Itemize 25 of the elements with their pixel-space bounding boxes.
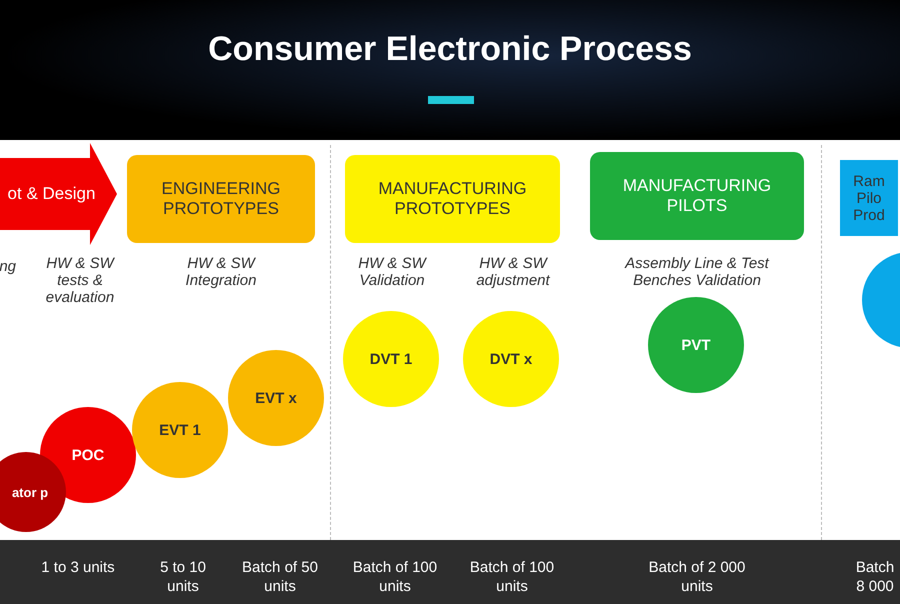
milestone-circle: DVT x [463, 311, 559, 407]
activity-label: HW & SW adjustment [475, 255, 552, 289]
title: Consumer Electronic Process [207, 30, 693, 69]
milestone-circle: DVT 1 [343, 311, 439, 407]
activity-label: HW & SW tests & evaluation [44, 255, 116, 306]
quantity-label: Batch of 100 units [468, 558, 556, 596]
phase-arrow: ot & Design [0, 143, 117, 245]
phase-box: MANUFACTURING PILOTS [590, 152, 804, 240]
milestone-circle: EVT 1 [132, 382, 228, 478]
milestone-circle: EVT x [228, 350, 324, 446]
quantity-label: Batch 8 000 [854, 558, 896, 596]
activity-label: ng [0, 258, 16, 275]
quantity-label: Batch of 2 000 units [648, 558, 746, 596]
phase-box: MANUFACTURING PROTOTYPES [345, 155, 560, 243]
quantity-label: Batch of 100 units [352, 558, 438, 596]
phase-box: Ram Pilo Prod [840, 160, 898, 236]
quantity-label: Batch of 50 units [241, 558, 319, 596]
quantity-label: 1 to 3 units [40, 558, 116, 577]
quantity-label: 5 to 10 units [159, 558, 207, 596]
activity-label: HW & SW Validation [357, 255, 428, 289]
milestone-circle: ator p [0, 452, 66, 532]
milestone-circle: PVT [648, 297, 744, 393]
activity-label: Assembly Line & Test Benches Validation [624, 255, 770, 289]
activity-label: HW & SW Integration [184, 255, 258, 289]
phase-box: ENGINEERING PROTOTYPES [127, 155, 315, 243]
